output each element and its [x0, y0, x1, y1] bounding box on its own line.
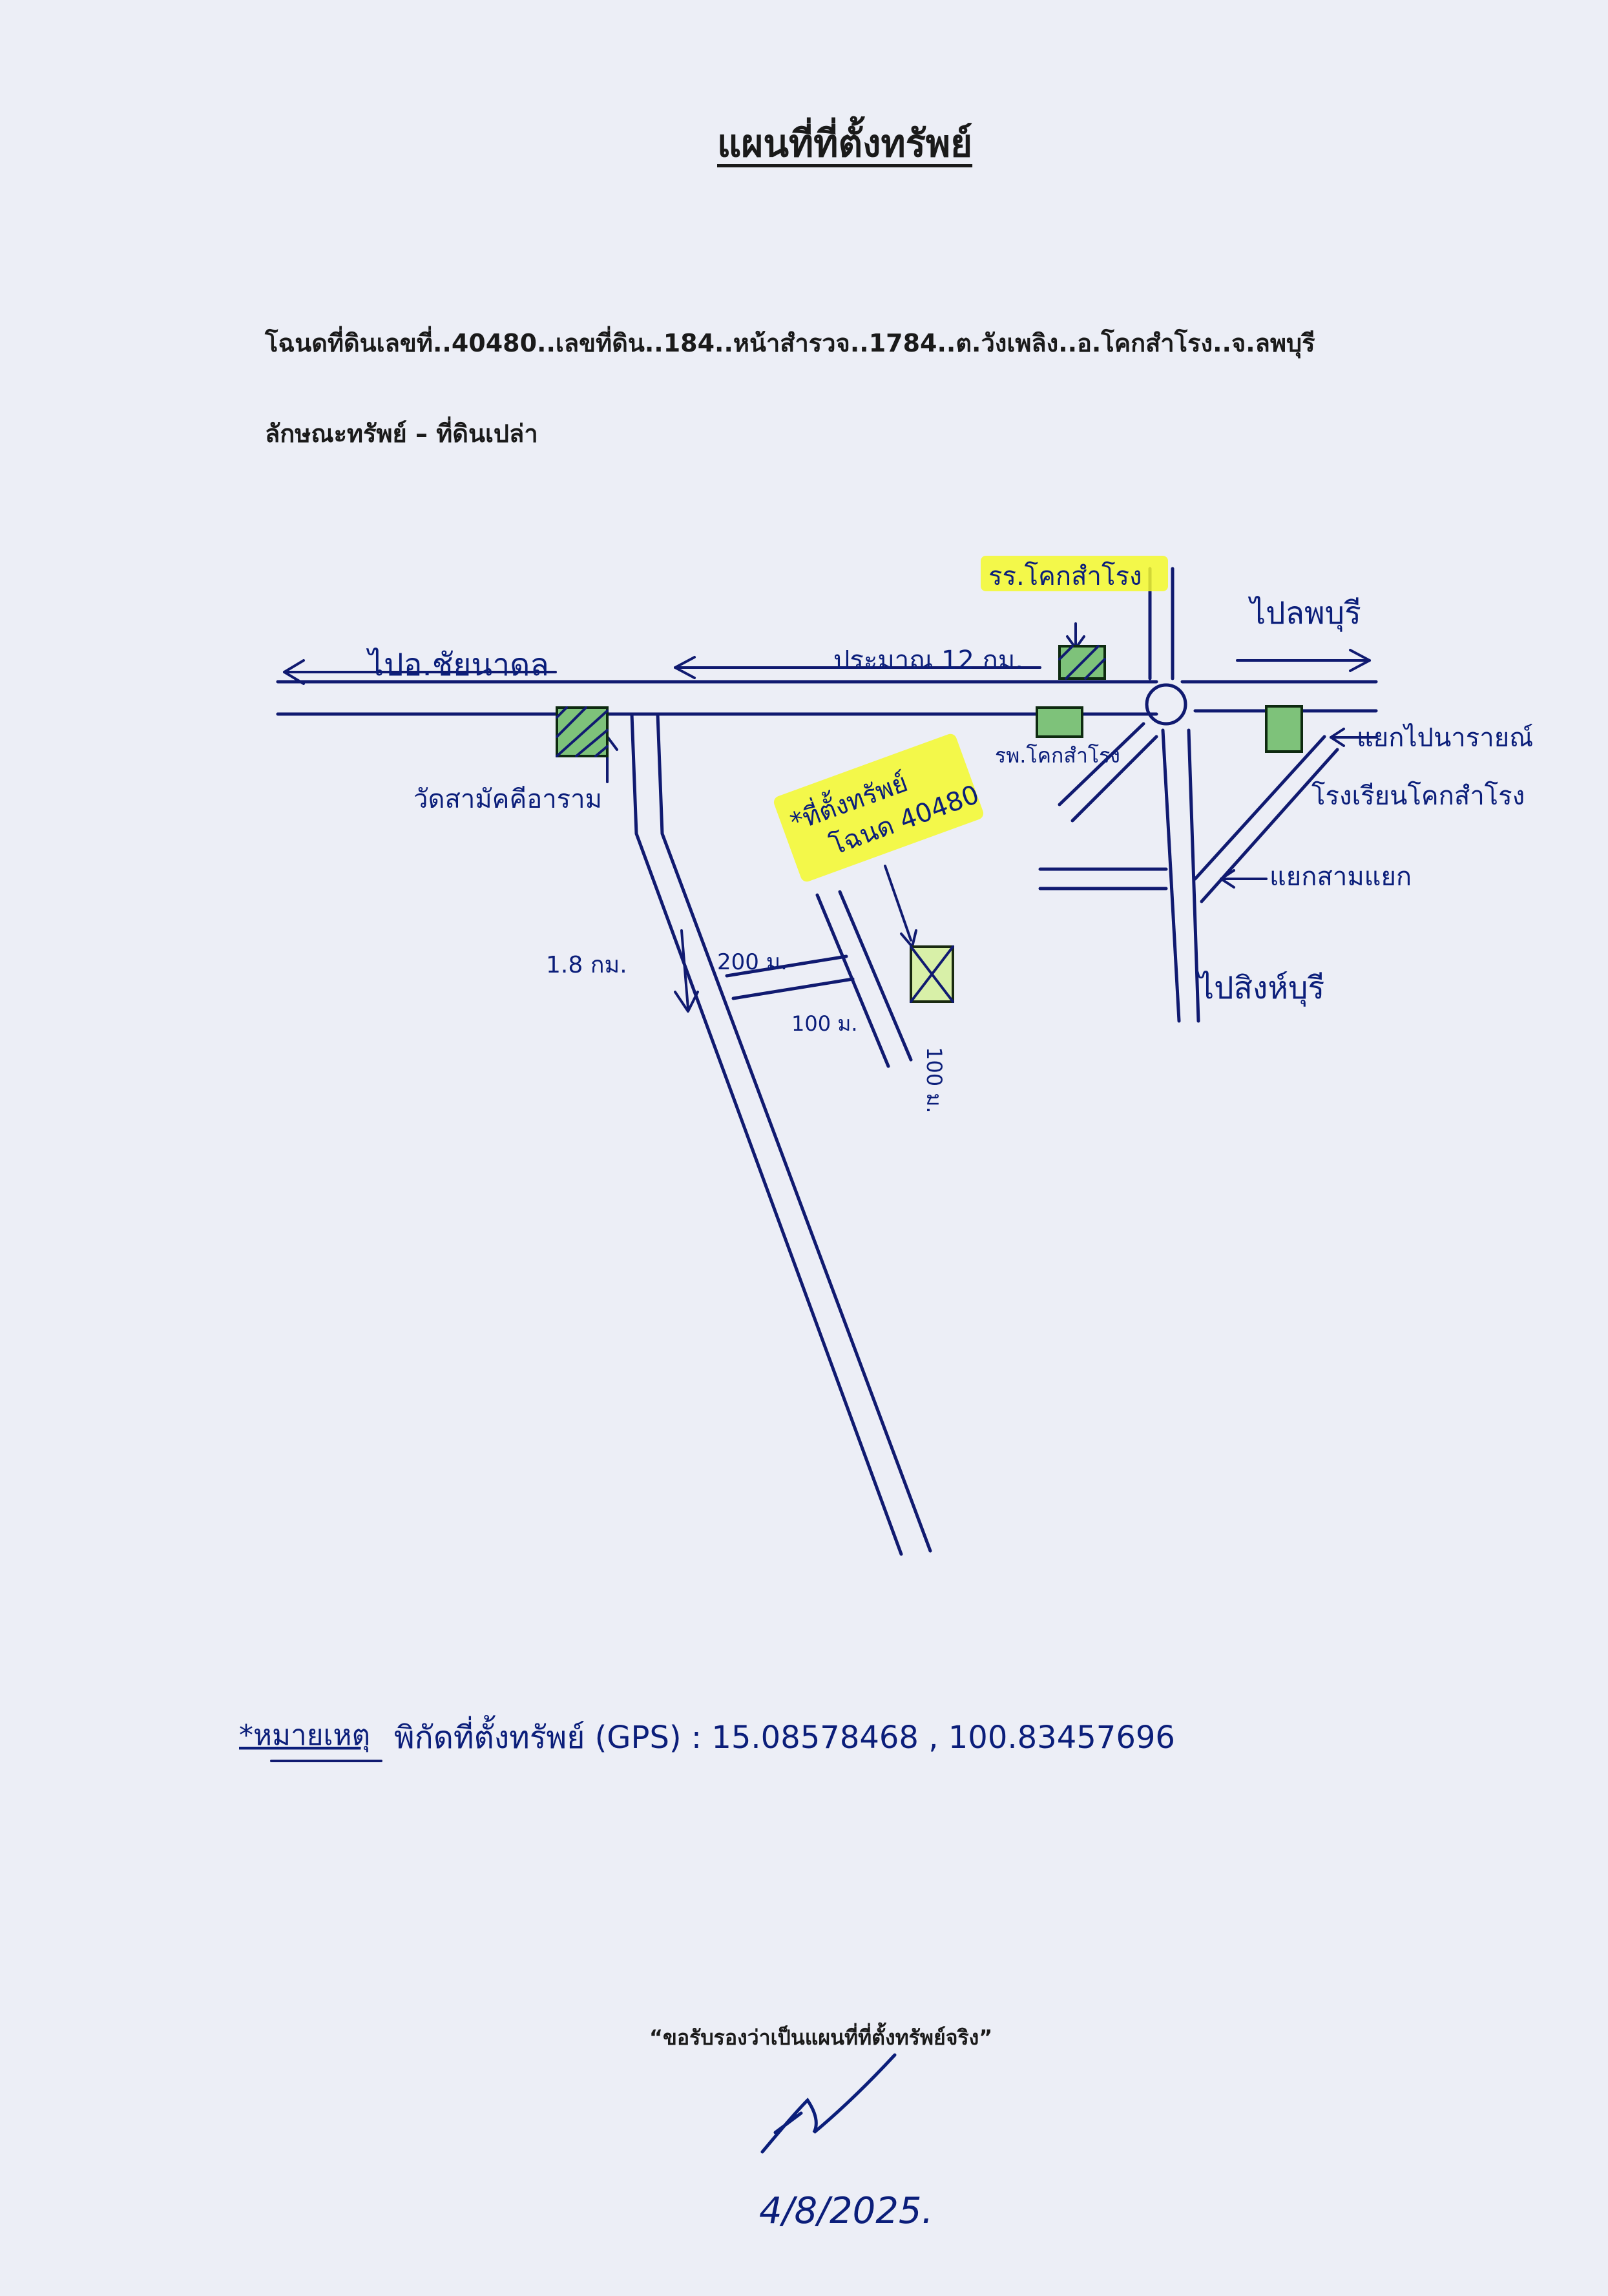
- gps-note-label: *หมายเหตุ: [239, 1719, 370, 1753]
- gps-coordinates: พิกัดที่ตั้งทรัพย์ (GPS) : 15.08578468 ,…: [394, 1715, 1175, 1756]
- property-arrow: [884, 865, 912, 942]
- temple-hatch: [556, 706, 609, 757]
- arrow-18km: [680, 929, 689, 1009]
- label-to-lopburi: ไปลพบุรี: [1248, 595, 1361, 632]
- label-distance-12km: ประมาณ 12 กม.: [833, 646, 1023, 675]
- arrow-18km-head: [674, 991, 699, 1013]
- plot-cross-2: [910, 945, 954, 1003]
- label-dist-18km: 1.8 กม.: [546, 952, 627, 978]
- arrow-west-head: [283, 659, 305, 685]
- long-road-left: [634, 832, 903, 1556]
- label-school: รร.โคกสำโรง: [988, 562, 1142, 591]
- label-to-singburi: ไปสิงห์บุรี: [1196, 970, 1324, 1007]
- label-dist-100m-b: 100 ม.: [922, 1047, 946, 1113]
- label-dist-100m: 100 ม.: [791, 1011, 858, 1036]
- handwritten-date: 4/8/2025.: [759, 2190, 933, 2232]
- label-temple: วัดสามัคคีอาราม: [413, 785, 602, 814]
- roundabout: [1145, 683, 1187, 726]
- page-title: แผนที่ที่ตั้งทรัพย์: [717, 121, 973, 165]
- diag-road-4: [1070, 735, 1158, 823]
- south-road-a1: [630, 712, 638, 836]
- diag-road-3: [1058, 722, 1145, 806]
- hospital-building: [1036, 706, 1083, 738]
- label-intersection: แยกสามแยก: [1269, 862, 1412, 892]
- soi-top: [725, 954, 848, 978]
- deed-info: โฉนดที่ดินเลขที่..40480..เลขที่ดิน..184.…: [265, 329, 1315, 357]
- label-school2: โรงเรียนโคกสำโรง: [1311, 781, 1525, 811]
- school-hatch: [1058, 645, 1106, 680]
- property-label-highlight: [773, 733, 984, 882]
- school2-building: [1265, 705, 1303, 753]
- distance-arrow-left: [674, 656, 696, 679]
- arrow-east-head: [1349, 649, 1371, 672]
- south-road-right: [1187, 728, 1200, 1023]
- label-junction: แยกไปนารายณ์: [1357, 723, 1533, 753]
- label-dist-200m: 200 ม.: [717, 949, 788, 975]
- long-road-right: [660, 832, 932, 1553]
- signature: [760, 2053, 897, 2154]
- intersection-arrow-head: [1220, 869, 1235, 889]
- junction-arrow-head: [1330, 728, 1345, 747]
- school-label-highlight: [981, 556, 1168, 591]
- soi-vertical-right: [838, 890, 913, 1062]
- diag-road-1: [1193, 735, 1326, 881]
- certification-text: “ขอรับรองว่าเป็นแผนที่ที่ตั้งทรัพย์จริง”: [649, 2025, 993, 2050]
- label-to-chainat: ไปอ.ชัยนาดล: [366, 647, 549, 683]
- property-type: ลักษณะทรัพย์ – ที่ดินเปล่า: [265, 419, 538, 448]
- soi-bottom: [731, 977, 855, 1000]
- south-road-a2: [656, 712, 664, 836]
- soi-vertical-left: [815, 893, 890, 1068]
- south-road-left: [1161, 728, 1181, 1023]
- label-hospital: รพ.โคกสำโรง: [995, 743, 1120, 768]
